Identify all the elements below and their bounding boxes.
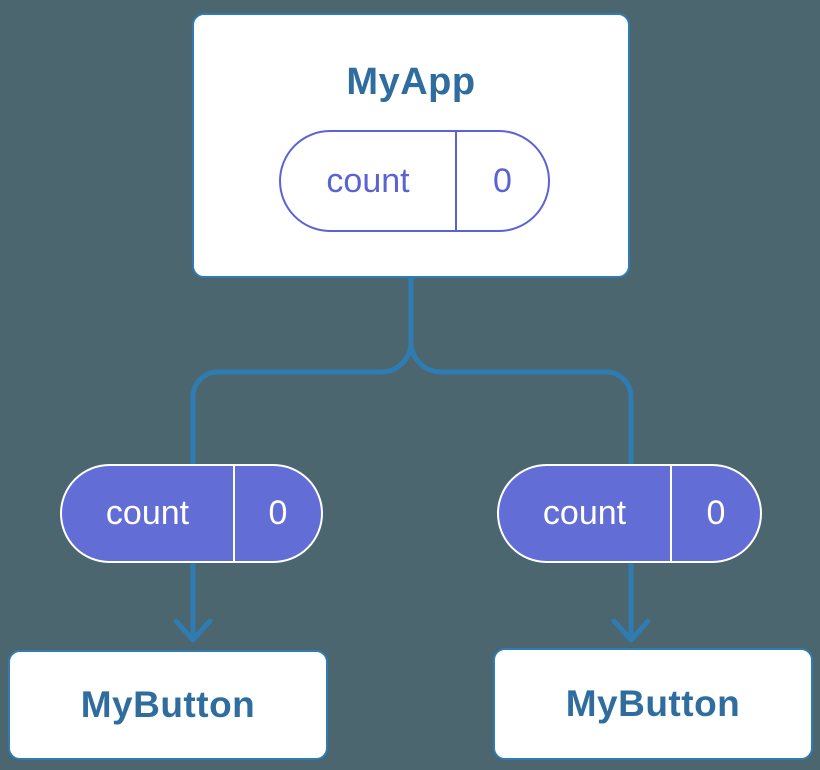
mybutton-node-right: MyButton	[493, 648, 813, 760]
state-value-label: 0	[670, 466, 760, 561]
left-branch-line	[190, 339, 414, 637]
left-prop-pill: count 0	[60, 464, 323, 563]
state-value-label: 0	[233, 466, 321, 561]
mybutton-node-left: MyButton	[8, 650, 328, 760]
state-name-label: count	[326, 161, 410, 200]
myapp-node: MyApp count 0	[192, 13, 630, 278]
myapp-state-pill: count 0	[279, 130, 550, 232]
right-prop-pill: count 0	[497, 464, 762, 563]
state-value-label: 0	[455, 132, 548, 230]
state-name-label: count	[105, 494, 190, 532]
mybutton-node-title: MyButton	[565, 683, 741, 724]
state-name-label: count	[542, 494, 627, 532]
right-down-arrow-icon	[611, 618, 651, 643]
left-down-arrow-icon	[173, 618, 213, 643]
mybutton-node-title: MyButton	[80, 684, 256, 725]
myapp-node-title: MyApp	[346, 61, 476, 103]
right-branch-line	[408, 339, 634, 637]
